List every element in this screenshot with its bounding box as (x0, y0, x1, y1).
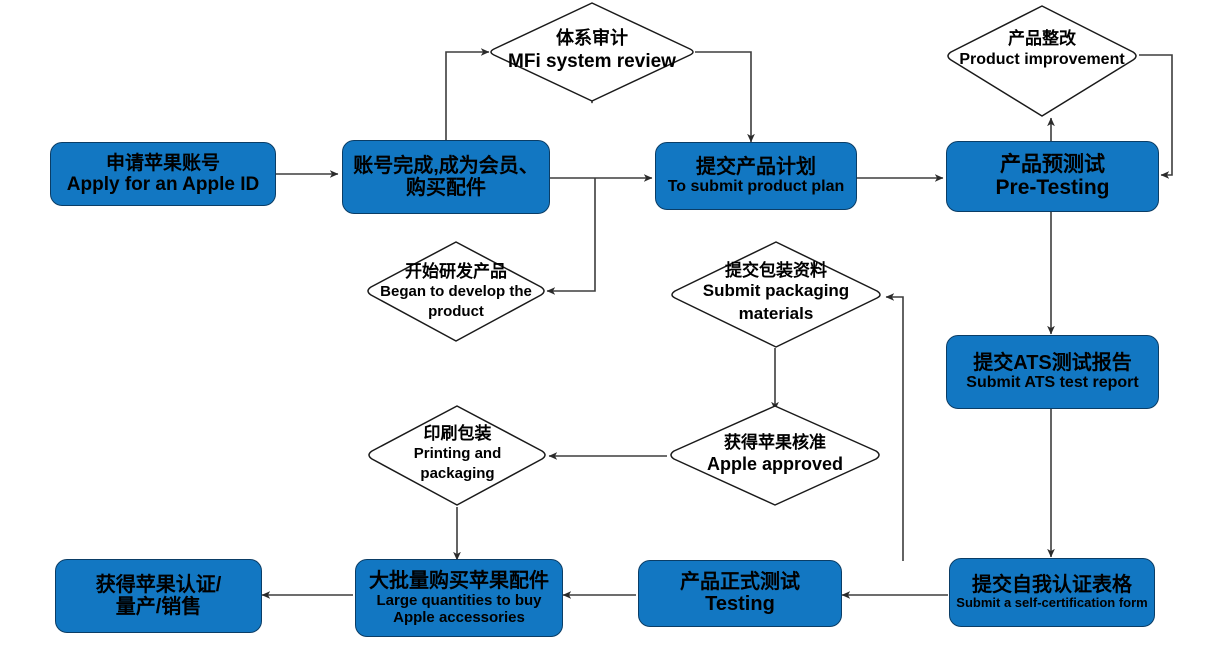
node-apply-apple-id-cn: 申请苹果账号 (105, 152, 220, 174)
node-formal-testing[interactable]: 产品正式测试 Testing (638, 560, 842, 627)
node-began-develop-product[interactable]: 开始研发产品 Began to develop the product (363, 240, 549, 344)
mfi-system-review-shape (490, 2, 694, 104)
node-buy-apple-accessories[interactable]: 大批量购买苹果配件 Large quantities to buy Apple … (355, 559, 563, 637)
apple-approved-shape (670, 405, 880, 506)
edge-testing-to-packaging-materials (885, 293, 904, 561)
edge-account-to-mfi (445, 48, 490, 140)
node-account-member-cn: 账号完成,成为会员、 购买配件 (353, 154, 539, 199)
submit-packaging-materials-shape (671, 241, 881, 348)
node-apple-approved[interactable]: 获得苹果核准 Apple approved (665, 404, 885, 508)
node-self-certification-form[interactable]: 提交自我认证表格 Submit a self-certification for… (949, 558, 1155, 627)
began-develop-product-shape (367, 241, 545, 342)
node-submit-ats-report-en: Submit ATS test report (966, 374, 1139, 392)
node-mfi-system-review[interactable]: 体系审计 MFi system review (485, 0, 699, 105)
node-pre-testing-en: Pre-Testing (995, 176, 1110, 200)
printing-packaging-shape (368, 405, 546, 506)
node-submit-product-plan[interactable]: 提交产品计划 To submit product plan (655, 142, 857, 210)
node-apply-apple-id-en: Apply for an Apple ID (66, 173, 260, 195)
product-improvement-shape (947, 5, 1137, 117)
node-submit-product-plan-en: To submit product plan (667, 178, 845, 196)
node-printing-packaging[interactable]: 印刷包装 Printing and packaging (365, 404, 550, 508)
node-buy-apple-accessories-en: Large quantities to buy Apple accessorie… (376, 592, 542, 627)
node-apple-certification[interactable]: 获得苹果认证/ 量产/销售 (55, 559, 262, 633)
edge-account-to-develop (546, 178, 596, 295)
node-apple-certification-cn: 获得苹果认证/ 量产/销售 (95, 573, 222, 618)
node-self-certification-form-en: Submit a self-certification form (956, 595, 1148, 611)
node-submit-ats-report[interactable]: 提交ATS测试报告 Submit ATS test report (946, 335, 1159, 409)
node-account-member[interactable]: 账号完成,成为会员、 购买配件 (342, 140, 550, 214)
node-self-certification-form-cn: 提交自我认证表格 (972, 573, 1132, 596)
node-formal-testing-en: Testing (705, 593, 775, 616)
node-product-improvement[interactable]: 产品整改 Product improvement (943, 3, 1141, 119)
node-submit-packaging-materials[interactable]: 提交包装资料 Submit packaging materials (666, 240, 886, 350)
node-formal-testing-cn: 产品正式测试 (680, 570, 800, 593)
node-pre-testing-cn: 产品预测试 (1000, 152, 1105, 176)
node-apply-apple-id[interactable]: 申请苹果账号 Apply for an Apple ID (50, 142, 276, 206)
node-buy-apple-accessories-cn: 大批量购买苹果配件 (369, 569, 549, 592)
node-submit-ats-report-cn: 提交ATS测试报告 (973, 351, 1132, 374)
node-pre-testing[interactable]: 产品预测试 Pre-Testing (946, 141, 1159, 212)
edge-mfi-to-plan (695, 51, 755, 143)
node-submit-product-plan-cn: 提交产品计划 (696, 155, 816, 178)
